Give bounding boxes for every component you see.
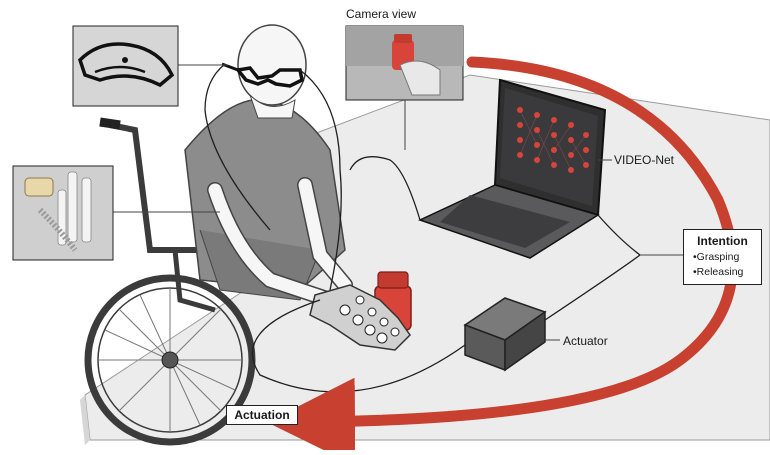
intention-item-releasing: •Releasing [693,266,744,278]
left-arm [208,183,337,307]
right-arm [298,178,352,292]
soft-robotic-glove [309,284,411,351]
wheelchair [84,117,256,446]
intention-item-grasping: •Grasping [693,251,740,263]
actuation-box: Actuation [226,405,298,425]
glove-photo-inset [12,165,114,261]
person [184,24,353,308]
laptop [418,78,607,259]
actuator-label: Actuator [563,334,608,348]
feedback-arrow [267,56,738,455]
camera-view-inset [345,25,464,101]
head [237,24,307,106]
leader-lines [113,64,683,341]
camera-view-label: Camera view [346,7,417,21]
cables [204,63,642,393]
intention-title: Intention [697,234,748,248]
actuation-label: Actuation [234,408,290,422]
table-edge [80,395,90,445]
glasses-photo-inset [72,25,179,107]
video-net-label: VIDEO-Net [614,153,675,167]
actuator-box [463,297,547,372]
wheelchair-wheel [84,274,256,446]
intention-box: Intention •Grasping •Releasing [683,229,762,285]
